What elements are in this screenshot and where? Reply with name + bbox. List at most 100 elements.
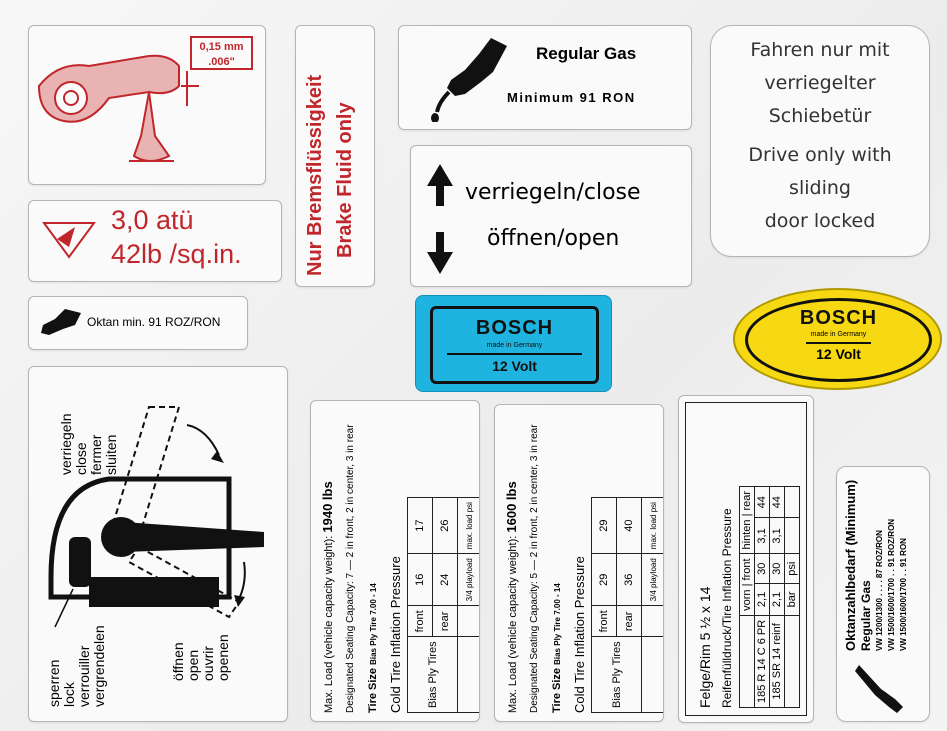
load2-rear-max: 40 — [616, 497, 642, 554]
open-words: öffnen open ouvrir openen — [170, 634, 231, 681]
rim-row2-label: 185 SR 14 reinf — [769, 615, 785, 708]
load1-rear-max: 26 — [432, 497, 458, 554]
oktanbedarf-row1: VW 1200/1300 . . . . 87 ROZ/RON — [875, 530, 884, 651]
load2-seating: Designated Seating Capacity: 5 — [529, 572, 540, 713]
load2-front-max: 29 — [591, 497, 617, 554]
rim-unit-bar: bar — [784, 583, 800, 616]
regular-gas-subtitle: Minimum 91 RON — [507, 90, 636, 105]
load1-rear-label: rear — [432, 605, 458, 637]
sliding-en-3: door locked — [764, 210, 876, 232]
sliding-de-2: verriegelter — [764, 72, 876, 94]
clearance-box: 0,15 mm .006" — [190, 36, 253, 70]
bosch-blue-brand: BOSCH — [475, 317, 554, 339]
rim-subtitle: Reifenfülldruck/Tire Inflation Pressure — [720, 508, 734, 708]
load1-max-value: 1940 lbs — [320, 481, 335, 533]
unlock-word-3: verrouiller — [76, 645, 92, 707]
load1-tire-size-value: Bias Ply Tire 7.00 - 14 — [369, 583, 378, 665]
load1-maxload-head: max. load — [465, 514, 474, 550]
rim-row2-rear: 3,1 — [769, 517, 785, 554]
bosch-yellow-volt: 12 Volt — [806, 342, 871, 362]
oktan-small-label: Oktan min. 91 ROZ/RON — [28, 296, 248, 350]
lock-words: verriegeln close fermer sluiten — [58, 413, 119, 475]
load2-rear-label: rear — [616, 605, 642, 637]
load2-front-payload: 29 — [591, 553, 617, 606]
load1-tire-size: Tire Size — [367, 667, 379, 713]
rim-col-rear: hinten | rear — [739, 486, 755, 554]
load2-max-value: 1600 lbs — [504, 481, 519, 533]
load2-tire-size-value: Bias Ply Tire 7.00 - 14 — [553, 583, 562, 665]
tire-gauge-icon — [42, 222, 96, 259]
brake-fluid-en: Brake Fluid only — [334, 102, 356, 258]
rim-unit-psi: psi — [784, 553, 800, 584]
load1-cold: Cold Tire Inflation Pressure — [388, 556, 403, 713]
oktanbedarf-title: Oktanzahlbedarf (Minimum) — [843, 479, 858, 651]
unlock-words: sperren lock verrouiller vergrendelen — [46, 625, 107, 707]
rim-row2-front-psi: 30 — [769, 553, 785, 584]
rim-row1-front-psi: 30 — [754, 553, 770, 584]
door-handle-label: verriegeln close fermer sluiten sperren … — [28, 366, 288, 722]
fuel-nozzle-small-icon — [41, 309, 81, 335]
up-down-arrows-icon — [427, 164, 453, 274]
open-word-1: öffnen — [170, 642, 186, 681]
rim-row1-front: 2,1 — [754, 583, 770, 616]
unlock-word-1: sperren — [46, 659, 62, 707]
oktanbedarf-block: Oktanzahlbedarf (Minimum) Regular Gas VW… — [843, 475, 910, 651]
valve-clearance-label: 0,15 mm .006" — [28, 25, 266, 185]
lock-word-1: verriegeln — [58, 413, 74, 475]
load2-tire-size: Tire Size — [551, 667, 563, 713]
regular-gas-title: Regular Gas — [536, 44, 637, 63]
load1-payload-head: 3/4 playload — [457, 553, 479, 606]
clearance-metric: 0,15 mm — [199, 41, 244, 53]
load2-cold: Cold Tire Inflation Pressure — [572, 556, 587, 713]
sliding-door-label: Fahren nur mit verriegelter Schiebetür D… — [710, 25, 930, 257]
load1-max-text: Max. Load (vehicle capacity weight): — [323, 535, 335, 713]
open-word-4: openen — [215, 634, 231, 681]
open-word-3: ouvrir — [200, 645, 216, 681]
rim-row1-rear: 3,1 — [754, 517, 770, 554]
lock-word-3: fermer — [88, 434, 104, 475]
door-handle-illustration — [48, 406, 264, 628]
sliding-en-1: Drive only with — [748, 144, 892, 166]
open-word-2: open — [185, 649, 201, 681]
tire-pressure-imperial: 42lb /sq.in. — [111, 239, 242, 269]
rim-row1-label: 185 R 14 C 6 PR — [754, 615, 770, 708]
load2-max-text: Max. Load (vehicle capacity weight): — [507, 535, 519, 713]
load1-seat-rear: 3 in rear — [345, 424, 356, 462]
sliding-en-2: sliding — [789, 177, 851, 199]
load1-psi: psi — [465, 502, 474, 513]
bosch-yellow-brand: BOSCH — [799, 307, 878, 329]
load2-seat-front: 2 in front — [529, 518, 540, 558]
brake-fluid-label: Nur Bremsflüssigkeit Brake Fluid only — [295, 25, 375, 287]
oktanbedarf-row3: VW 1500/1600/1700 . . 91 RON — [899, 538, 908, 651]
oktan-small-text: Oktan min. 91 ROZ/RON — [87, 315, 221, 329]
brake-fluid-de: Nur Bremsflüssigkeit — [304, 74, 326, 276]
oktanbedarf-subtitle: Regular Gas — [859, 580, 873, 651]
load1-table: Bias Ply Tires front 16 17 rear 24 26 3/… — [407, 497, 479, 713]
load1-bias: Bias Ply Tires — [407, 636, 458, 713]
rim-row1-rear-psi: 44 — [754, 486, 770, 518]
lock-close-text: verriegeln/close — [465, 180, 641, 205]
load2-block: Max. Load (vehicle capacity weight): 160… — [501, 413, 663, 713]
load-label-1940: Max. Load (vehicle capacity weight): 194… — [310, 400, 480, 722]
bosch-blue-made: made in Germany — [486, 342, 543, 349]
sliding-de-3: Schiebetür — [768, 105, 872, 127]
clearance-imperial: .006" — [208, 56, 235, 68]
load1-front-payload: 16 — [407, 553, 433, 606]
load1-block: Max. Load (vehicle capacity weight): 194… — [317, 409, 479, 713]
rim-table: vorn | front hinten | rear 185 R 14 C 6 … — [739, 486, 800, 708]
load2-seat-rear: 3 in rear — [529, 424, 540, 462]
bosch-yellow-frame: BOSCH made in Germany 12 Volt — [745, 298, 932, 382]
fuel-nozzle-vertical-icon — [855, 665, 903, 713]
rim-col-front: vorn | front — [739, 553, 755, 616]
regular-gas-label: Regular Gas Minimum 91 RON — [398, 25, 692, 130]
rim-pressure-label: Felge/Rim 5 ½ x 14 Reifenfülldruck/Tire … — [678, 395, 814, 723]
lock-word-2: close — [73, 442, 89, 475]
load2-front-label: front — [591, 605, 617, 637]
load1-front-label: front — [407, 605, 433, 637]
bosch-blue-volt: 12 Volt — [447, 353, 582, 374]
unlock-word-4: vergrendelen — [91, 625, 107, 707]
tire-pressure-metric: 3,0 atü — [111, 205, 194, 235]
bosch-blue-frame: BOSCH made in Germany 12 Volt — [430, 306, 599, 384]
load2-seat-center: 2 in center — [529, 466, 540, 513]
